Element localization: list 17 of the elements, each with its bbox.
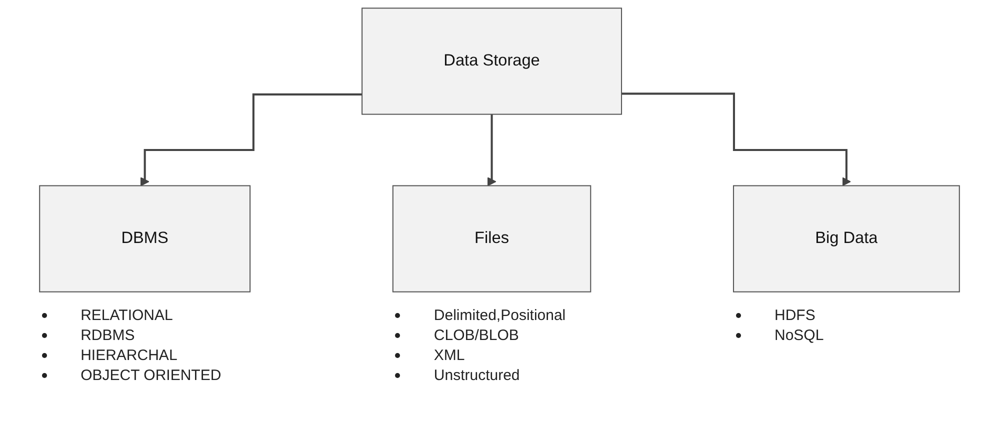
- list-item: NoSQL: [774, 326, 824, 346]
- list-item: XML: [434, 346, 465, 366]
- list-item: Unstructured: [434, 366, 520, 386]
- node-box: Data Storage: [362, 8, 622, 115]
- arrow: [487, 113, 496, 186]
- list-item: Delimited,Positional: [434, 306, 566, 326]
- arrow: [140, 93, 362, 186]
- list-item: OBJECT ORIENTED: [80, 366, 222, 386]
- list-item: HDFS: [774, 306, 816, 326]
- list-item: RELATIONAL: [80, 306, 173, 326]
- list-item: RDBMS: [80, 326, 135, 346]
- node-box: Big Data: [733, 185, 960, 292]
- node-box: DBMS: [39, 185, 251, 292]
- list-item: HIERARCHAL: [80, 346, 178, 366]
- list-item: CLOB/BLOB: [434, 326, 519, 346]
- arrow: [622, 92, 851, 186]
- node-box: Files: [392, 185, 592, 292]
